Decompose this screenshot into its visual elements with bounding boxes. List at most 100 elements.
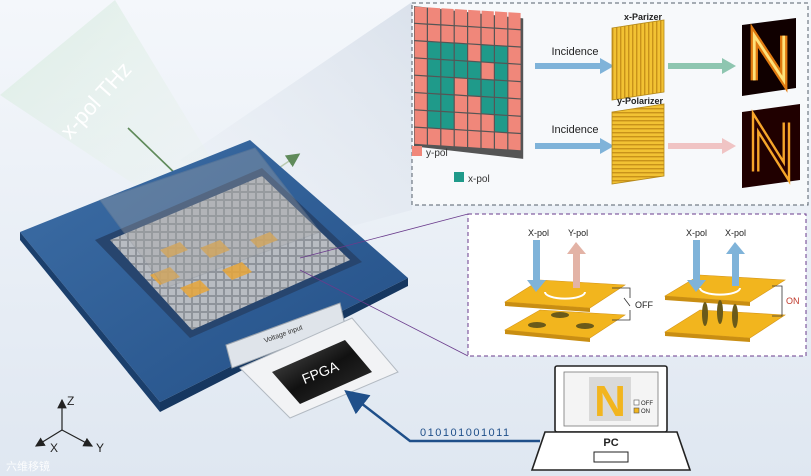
matrix-cell [468,130,481,148]
off-in-label: X-pol [528,228,549,238]
data-link-arrow [344,390,540,443]
on-in-arrow [693,240,700,280]
matrix-cell [441,42,454,60]
matrix-cell [468,79,481,96]
matrix-cell [414,58,427,76]
matrix-cell [468,113,481,131]
matrix-cell [481,97,494,115]
matrix-cell [428,111,441,129]
matrix-cell [441,112,454,129]
n-letter-core [754,117,788,177]
active-cells [150,232,278,298]
axis-z-label: Z [67,394,74,408]
matrix-cell [441,25,454,43]
incidence-label-top: Incidence [551,46,598,58]
matrix-cell [495,63,508,81]
top-layer [99,147,321,289]
legend-swatch-y [412,146,422,156]
matrix-cell [441,94,454,112]
off-out-arrow [573,252,580,288]
matrix-cell [481,10,494,28]
matrix-cell [481,79,494,97]
matrix-cell [441,129,454,147]
x-polarizer-label: x-Parizer [624,12,663,22]
matrix-cell [428,76,441,94]
matrix-cell [495,97,508,115]
matrix-cell [454,26,467,44]
off-out-label: Y-pol [568,228,588,238]
legend-label-x: x-pol [468,174,490,185]
pc-screen-letter: N [594,377,626,426]
watermark: 六维移镜 [6,459,50,473]
on-out-label: X-pol [725,228,746,238]
matrix-cell [454,130,467,148]
matrix-cell [495,46,508,63]
y-polarizer-label: y-Polarizer [617,96,664,106]
fpga-chip [272,340,372,404]
matrix-cell [508,46,521,64]
matrix-cell [428,93,441,111]
on-state-label: ON [786,296,800,306]
matrix-cell [481,131,494,149]
on-in-arrow-head [687,280,706,292]
image-y-pol [751,109,791,185]
pc-screen-image-bg [589,377,631,421]
matrix-cell [508,81,521,99]
matrix-cell [414,75,427,93]
pc-label: PC [603,437,618,449]
matrix-cell [508,116,521,133]
axis-y-label: Y [96,441,104,455]
axis-x-label: X [50,441,58,455]
transmitted-arrow-bottom-head [722,138,736,154]
pc-legend-on-swatch [633,407,640,414]
matrix-cell [414,23,427,41]
switch-on-icon [772,285,783,317]
matrix-cell [508,12,521,30]
pc-touchpad [593,451,629,463]
matrix-cell [441,8,454,26]
metasurface-grid [110,176,350,330]
matrix-cell [454,95,467,113]
image-x-pol [750,23,788,93]
matrix-cell [428,128,441,146]
n-letter-core [752,30,786,86]
matrix-cell [495,11,508,29]
matrix-cell [428,24,441,42]
matrix-cell [468,96,481,114]
matrix-cell [414,93,427,111]
transmitted-arrow-top-head [722,58,736,74]
thz-beam [0,0,230,215]
pc-legend-off-swatch [633,399,640,406]
matrix-cell [481,45,494,63]
x-polarizer [611,19,665,101]
matrix-cell [428,59,441,77]
matrix-cell [468,27,481,45]
incidence-arrow-top-head [600,58,614,74]
incidence-arrow-bottom-head [600,138,614,154]
matrix-cell [508,64,521,82]
bitstream-label: 010101001011 [420,427,511,439]
matrix-cell [481,27,494,45]
switch-off-icon [612,287,631,321]
matrix-cell [508,133,521,151]
matrix-cell [414,6,427,24]
matrix-cell [428,42,441,59]
base-board-edge [20,232,160,412]
matrix-cell [414,41,427,59]
off-out-arrow-head [567,242,586,254]
matrix-cell [481,62,494,80]
off-in-arrow [533,240,540,280]
matrix-cell [468,61,481,79]
matrix-cell [454,112,467,130]
matrix-cell [495,115,508,133]
matrix-cell [454,78,467,96]
pc-legend-on-label: ON [641,409,650,415]
legend-label-y: y-pol [426,148,448,159]
matrix-cell [495,28,508,46]
off-in-arrow-head [527,280,546,292]
matrix-cell [454,43,467,61]
matrix-cell [508,98,521,116]
matrix-cell [468,9,481,27]
